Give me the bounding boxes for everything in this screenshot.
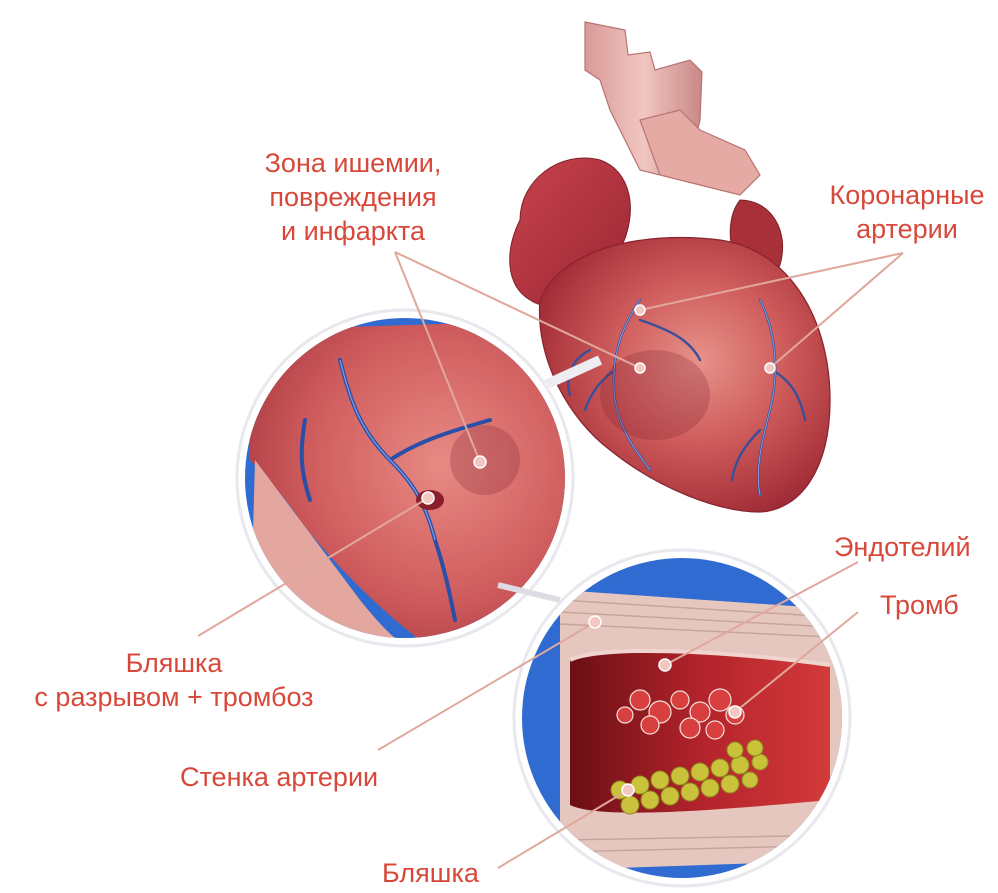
label-ischemia-line-2: повреждения bbox=[248, 180, 458, 214]
label-plaque: Бляшка bbox=[382, 856, 479, 890]
label-coronary-arteries: Коронарные артерии bbox=[816, 178, 998, 246]
label-plaque-rupture-line-1: Бляшка bbox=[14, 646, 334, 680]
label-artery-wall: Стенка артерии bbox=[180, 760, 378, 794]
ischemia-zone bbox=[600, 350, 710, 440]
zoom-circle-coronary bbox=[237, 310, 573, 646]
label-coronary-line-2: артерии bbox=[816, 212, 998, 246]
zoom-circle-artery bbox=[514, 550, 855, 890]
label-ischemia-line-3: и инфаркта bbox=[248, 214, 458, 248]
label-thrombus: Тромб bbox=[880, 588, 959, 622]
label-plaque-rupture-line-2: с разрывом + тромбоз bbox=[14, 680, 334, 714]
label-endothelium: Эндотелий bbox=[834, 530, 971, 564]
pulmonary-trunk bbox=[640, 110, 760, 195]
label-ischemia-line-1: Зона ишемии, bbox=[248, 146, 458, 180]
artery-lumen bbox=[570, 651, 830, 813]
label-plaque-rupture: Бляшка с разрывом + тромбоз bbox=[14, 646, 334, 714]
label-ischemia-zone: Зона ишемии, повреждения и инфаркта bbox=[248, 146, 458, 248]
label-coronary-line-1: Коронарные bbox=[816, 178, 998, 212]
